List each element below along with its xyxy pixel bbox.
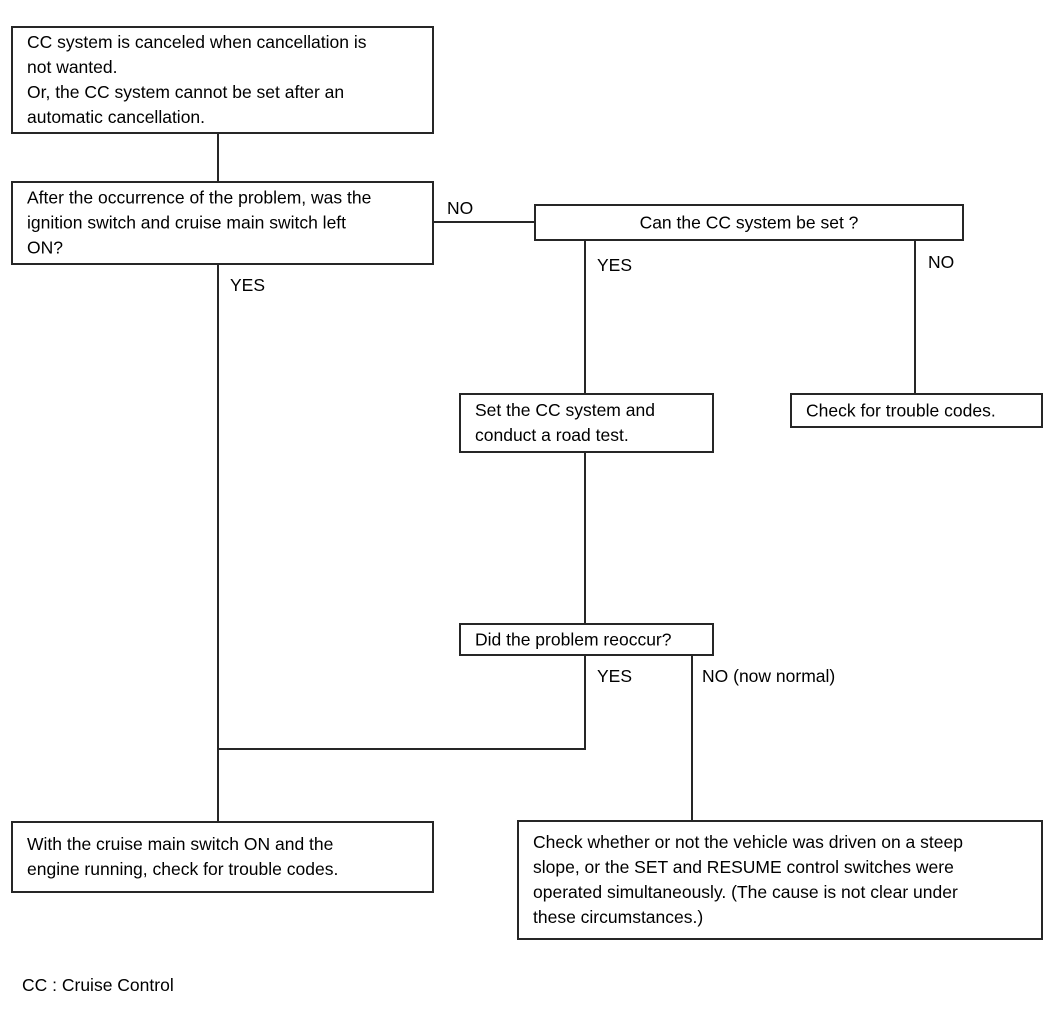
- node-action-check-codes-bottom-text: With the cruise main switch ON and the e…: [27, 834, 339, 879]
- node-action-set-road-test: Set the CC system and conduct a road tes…: [459, 393, 714, 453]
- node-question-ignition-text: After the occurrence of the problem, was…: [27, 187, 372, 258]
- node-question-reoccur-text: Did the problem reoccur?: [475, 629, 672, 649]
- node-question-ignition: After the occurrence of the problem, was…: [11, 181, 434, 265]
- edge-label-reoccur-no: NO (now normal): [702, 666, 836, 686]
- node-action-check-codes-right-text: Check for trouble codes.: [806, 400, 996, 420]
- edge-label-ignition-yes: YES: [230, 275, 266, 295]
- connector-roadtest-to-reoccur: [584, 452, 586, 623]
- connector-ignition-yes-spine: [217, 265, 219, 821]
- node-action-check-conditions: Check whether or not the vehicle was dri…: [517, 820, 1043, 940]
- node-question-can-set: Can the CC system be set ?: [534, 204, 964, 241]
- node-action-check-codes-right: Check for trouble codes.: [790, 393, 1043, 428]
- edge-label-ignition-no: NO: [447, 198, 474, 218]
- connector-reoccur-no-vertical: [691, 655, 693, 821]
- node-question-can-set-text: Can the CC system be set ?: [639, 212, 859, 232]
- connector-canset-no-vertical: [914, 240, 916, 393]
- node-question-reoccur: Did the problem reoccur?: [459, 623, 714, 656]
- legend-footnote: CC : Cruise Control: [22, 975, 174, 995]
- connector-reoccur-yes-vertical: [584, 655, 586, 750]
- connector-canset-yes-vertical: [584, 240, 586, 393]
- connector-reoccur-yes-horizontal: [217, 748, 586, 750]
- node-symptom: CC system is canceled when cancellation …: [11, 26, 434, 134]
- edge-label-canset-yes: YES: [597, 255, 633, 275]
- node-action-check-codes-bottom: With the cruise main switch ON and the e…: [11, 821, 434, 893]
- edge-label-canset-no: NO: [928, 252, 955, 272]
- node-symptom-text: CC system is canceled when cancellation …: [27, 32, 367, 127]
- node-action-set-road-test-text: Set the CC system and conduct a road tes…: [475, 400, 655, 445]
- node-action-check-conditions-text: Check whether or not the vehicle was dri…: [533, 832, 963, 927]
- edge-label-reoccur-yes: YES: [597, 666, 633, 686]
- connector-ignition-no-horizontal: [433, 221, 536, 223]
- connector-symptom-to-ignition: [217, 133, 219, 182]
